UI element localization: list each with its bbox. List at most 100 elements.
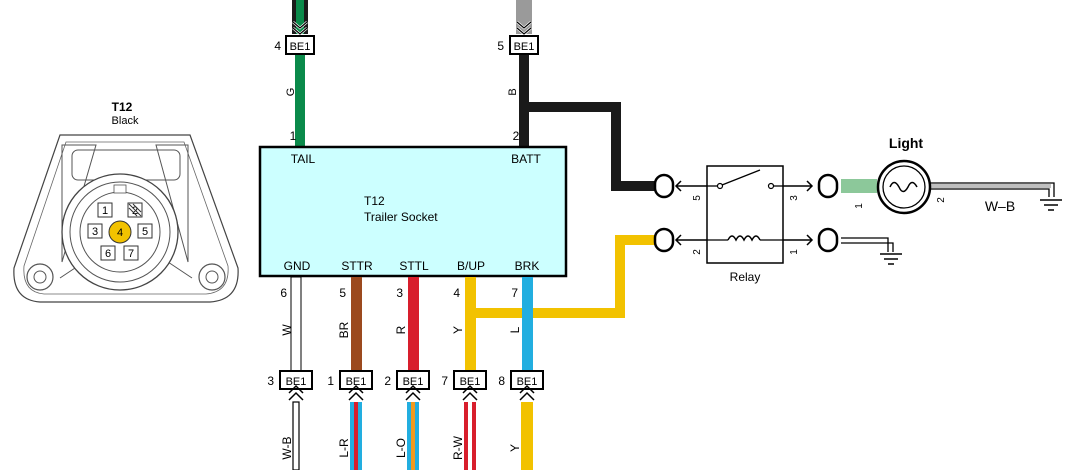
- be1-connector-bottom-7: 7 BE1: [441, 370, 487, 390]
- be1-connector-bottom-1: 1 BE1: [327, 370, 373, 390]
- wire-y-below: Y: [508, 384, 535, 470]
- svg-text:3: 3: [267, 374, 274, 388]
- svg-text:BE1: BE1: [290, 41, 311, 53]
- wire-g-top: [292, 0, 308, 147]
- svg-text:BR: BR: [337, 321, 351, 338]
- wire-color-label-g: G: [285, 88, 297, 97]
- light-wire-label: W–B: [985, 198, 1015, 214]
- trailer-socket-box: 1 2 TAIL BATT T12 Trailer Socket GND STT…: [258, 129, 568, 278]
- svg-text:6: 6: [280, 286, 287, 300]
- svg-text:Y: Y: [508, 444, 522, 452]
- svg-text:L: L: [508, 326, 522, 333]
- pin-label-sttr: STTR: [341, 259, 373, 273]
- connector-pin-6: 6: [100, 245, 116, 261]
- svg-text:BE1: BE1: [514, 41, 535, 53]
- wire-r: 3 R: [394, 277, 419, 371]
- be1-connector-bottom-2: 2 BE1: [384, 370, 430, 390]
- connector-pin-1: 1: [97, 202, 113, 218]
- svg-text:L-R: L-R: [337, 438, 351, 458]
- svg-text:2: 2: [513, 129, 520, 143]
- trailer-light: Light 1 2 W–B: [854, 135, 1062, 215]
- pin-label-gnd: GND: [284, 259, 311, 273]
- svg-text:6: 6: [105, 248, 111, 260]
- be1-connector-top-b: 5 BE1 B: [497, 35, 539, 96]
- svg-text:2: 2: [132, 205, 138, 217]
- relay-terminals-left: [653, 173, 707, 253]
- wire-l-o-below: L-O: [394, 384, 421, 470]
- relay-ground-wire: [841, 237, 902, 265]
- be1-connector-bottom-3: 3 BE1: [267, 370, 313, 390]
- svg-text:1: 1: [854, 203, 865, 209]
- svg-text:4: 4: [453, 286, 460, 300]
- connector-face-view: T12 Black 1 2 3 4: [13, 100, 239, 303]
- relay-terminals-right: [783, 173, 839, 253]
- svg-text:3: 3: [92, 226, 98, 238]
- pin-label-sttl: STTL: [399, 259, 429, 273]
- be1-connector-top-g: 4 BE1 G: [274, 35, 315, 97]
- svg-text:1: 1: [290, 129, 297, 143]
- ground-icon: [880, 253, 902, 265]
- svg-text:3: 3: [396, 286, 403, 300]
- relay-body: [706, 165, 784, 264]
- svg-text:BE1: BE1: [403, 376, 424, 388]
- svg-text:BE1: BE1: [517, 376, 538, 388]
- wire-br: 5 BR: [337, 277, 362, 371]
- wire-y: 4 Y: [451, 235, 655, 371]
- svg-text:5: 5: [497, 39, 504, 53]
- connector-pin-5: 5: [137, 223, 153, 239]
- socket-title: T12: [364, 194, 385, 208]
- svg-text:1: 1: [789, 249, 800, 255]
- svg-text:7: 7: [128, 248, 134, 260]
- svg-text:5: 5: [142, 226, 148, 238]
- wire-b-top: [516, 0, 655, 191]
- wire-r-w-below: R-W: [451, 384, 478, 470]
- pin-label-tail: TAIL: [291, 152, 316, 166]
- mount-hole-right: [198, 263, 226, 291]
- svg-text:R: R: [394, 325, 408, 334]
- svg-text:5: 5: [339, 286, 346, 300]
- connector-pin-2: 2: [127, 202, 143, 218]
- svg-text:BE1: BE1: [346, 376, 367, 388]
- svg-text:2: 2: [384, 374, 391, 388]
- svg-text:5: 5: [692, 195, 703, 201]
- svg-text:2: 2: [936, 197, 947, 203]
- svg-text:1: 1: [102, 205, 108, 217]
- wire-w: 6 W: [280, 276, 302, 372]
- be1-connector-bottom-8: 8 BE1: [498, 370, 544, 390]
- wire-relay-to-light: [841, 179, 877, 193]
- socket-subtitle: Trailer Socket: [364, 210, 438, 224]
- pin-label-batt: BATT: [511, 152, 541, 166]
- connector-view-title: T12: [112, 100, 133, 114]
- svg-text:BE1: BE1: [460, 376, 481, 388]
- svg-text:7: 7: [511, 286, 518, 300]
- mount-hole-left: [26, 263, 54, 291]
- connector-pin-7: 7: [123, 245, 139, 261]
- svg-text:R-W: R-W: [451, 435, 465, 460]
- ground-icon: [1040, 199, 1062, 211]
- relay: Relay 5 3 2 1: [692, 165, 800, 284]
- svg-text:7: 7: [441, 374, 448, 388]
- wire-color-label-b: B: [507, 88, 519, 95]
- wire-l-r-below: L-R: [337, 384, 364, 470]
- svg-text:W-B: W-B: [280, 436, 294, 459]
- svg-text:4: 4: [274, 39, 281, 53]
- relay-label: Relay: [730, 270, 761, 284]
- svg-text:L-O: L-O: [394, 438, 408, 458]
- svg-text:BE1: BE1: [286, 376, 307, 388]
- svg-text:Y: Y: [451, 326, 465, 334]
- pin-label-bup: B/UP: [457, 259, 485, 273]
- svg-text:2: 2: [692, 249, 703, 255]
- svg-text:1: 1: [327, 374, 334, 388]
- svg-text:4: 4: [117, 227, 123, 239]
- svg-text:W: W: [280, 324, 294, 336]
- wire-l: 7 L: [508, 277, 533, 371]
- wire-w-b-below: W-B: [280, 384, 304, 470]
- light-label: Light: [889, 135, 924, 151]
- connector-pin-3: 3: [87, 223, 103, 239]
- light-bulb-icon: [876, 159, 932, 215]
- connector-pin-4: 4: [108, 220, 132, 244]
- connector-view-color: Black: [112, 115, 139, 127]
- pin-label-brk: BRK: [515, 259, 540, 273]
- svg-text:3: 3: [789, 195, 800, 201]
